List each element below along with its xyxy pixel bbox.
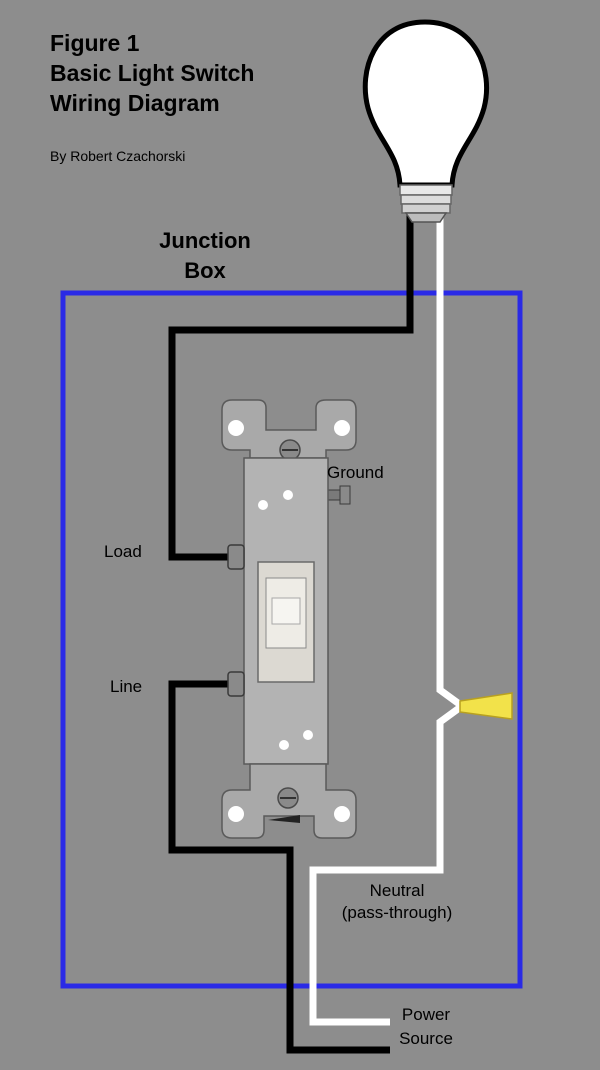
junction-box-label-line1: Junction bbox=[159, 228, 251, 253]
junction-box-label-line2: Box bbox=[184, 258, 226, 283]
line-label: Line bbox=[110, 677, 143, 696]
neutral-label-line1: Neutral bbox=[369, 881, 425, 900]
power-source-label-line2: Source bbox=[399, 1029, 453, 1048]
figure-title-line3: Wiring Diagram bbox=[50, 90, 220, 116]
power-source-label-line1: Power bbox=[401, 1005, 451, 1024]
neutral-label: Neutral (pass-through) bbox=[322, 880, 472, 924]
wire-nut bbox=[459, 692, 513, 720]
neutral-wire bbox=[309, 215, 468, 1026]
ground-label: Ground bbox=[327, 463, 384, 482]
junction-box-label: Junction Box bbox=[140, 226, 270, 286]
figure-title-line2: Basic Light Switch bbox=[50, 60, 255, 86]
load-wire bbox=[168, 215, 414, 561]
line-wire bbox=[168, 680, 390, 1054]
load-label: Load bbox=[104, 542, 142, 561]
power-source-label: Power Source bbox=[388, 1003, 464, 1051]
light-switch bbox=[221, 399, 357, 839]
title-block: Figure 1 Basic Light Switch Wiring Diagr… bbox=[50, 28, 254, 118]
figure-title-line1: Figure 1 bbox=[50, 30, 140, 56]
neutral-label-line2: (pass-through) bbox=[341, 903, 453, 922]
light-bulb-icon bbox=[362, 19, 490, 223]
author-credit: By Robert Czachorski bbox=[50, 148, 186, 164]
